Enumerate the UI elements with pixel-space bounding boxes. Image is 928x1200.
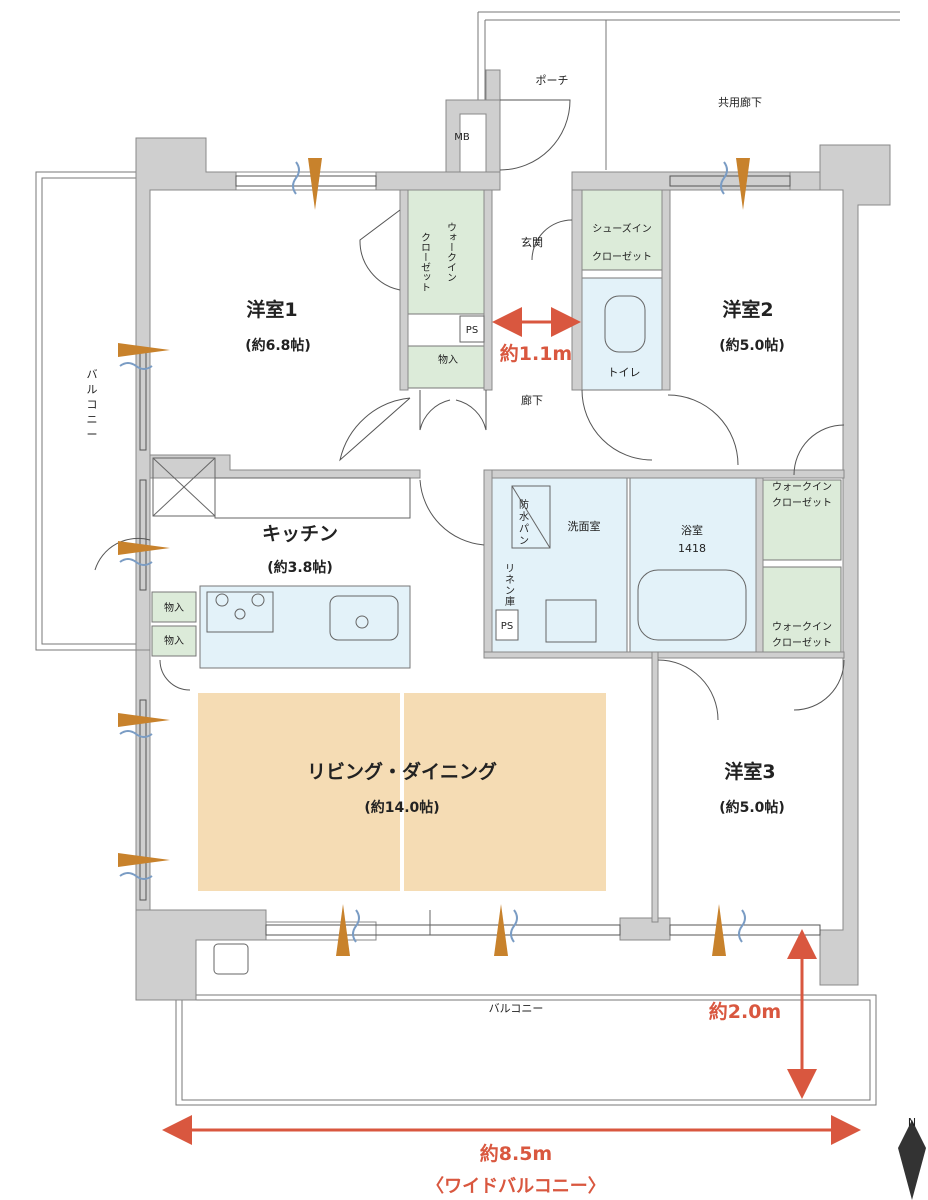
walkin2-line-a: ウォークイン xyxy=(772,481,832,493)
wide-balcony-label: 〈ワイドバルコニー〉 xyxy=(426,1176,606,1197)
walkin1-line-b: クローゼット xyxy=(419,232,431,292)
ps2-label: PS xyxy=(501,621,513,632)
compass-icon: N xyxy=(898,1116,926,1200)
common-corridor-lines xyxy=(477,11,900,170)
storage2-label: 物入 xyxy=(164,601,184,614)
western1-name: 洋室1 xyxy=(246,298,297,321)
door-swings xyxy=(94,99,845,721)
svg-text:庫: 庫 xyxy=(505,595,515,608)
svg-text:水: 水 xyxy=(519,511,529,523)
walkin3-line-b: クローゼット xyxy=(772,637,832,649)
sink xyxy=(329,595,399,641)
kitchen-size: (約3.8帖) xyxy=(267,559,333,576)
room-fills xyxy=(151,189,842,891)
living-size: (約14.0帖) xyxy=(364,799,439,816)
walkin-closet-3 xyxy=(762,566,842,653)
svg-text:ル: ル xyxy=(87,383,98,396)
toilet-room xyxy=(581,277,663,391)
fixtures xyxy=(152,295,747,975)
ps1-label: PS xyxy=(466,325,478,336)
ps-box-1 xyxy=(459,315,485,343)
svg-text:バ: バ xyxy=(87,368,98,381)
kitchen-storage-2 xyxy=(151,625,197,657)
walkin3-line-a: ウォークイン xyxy=(772,621,832,633)
washroom-label: 洗面室 xyxy=(568,519,601,533)
shoes-closet xyxy=(581,189,663,271)
compass-label: N xyxy=(908,1116,916,1129)
walkin-closet-2 xyxy=(762,479,842,561)
bottom-balcony-outline xyxy=(175,994,877,1106)
storage3-label: 物入 xyxy=(164,634,184,647)
svg-text:パ: パ xyxy=(519,523,529,535)
svg-text:ー: ー xyxy=(87,428,98,441)
western3-name: 洋室3 xyxy=(724,760,775,783)
living-floor-left xyxy=(198,693,400,891)
western3-size: (約5.0帖) xyxy=(719,799,785,816)
vent-markers xyxy=(118,158,750,956)
waterproof-pan-label: 防 水 パ ン xyxy=(519,498,529,547)
bathroom-area xyxy=(629,477,757,653)
labels: ポーチ 共用廊下 MB 洋室1 (約6.8帖) ウォークイン クローゼット PS… xyxy=(87,74,833,1197)
hallway-label: 廊下 xyxy=(521,393,543,407)
svg-text:ン: ン xyxy=(505,586,515,597)
living-floor-right xyxy=(404,693,606,891)
kitchen-name: キッチン xyxy=(262,523,338,545)
bathtub xyxy=(637,569,747,641)
kitchen-counter xyxy=(199,585,411,669)
side-balcony-label: バ ル コ ニ ー xyxy=(87,368,98,441)
common-corridor-label: 共用廊下 xyxy=(718,95,762,109)
svg-text:コ: コ xyxy=(87,398,98,411)
linen-label: リ ネ ン 庫 xyxy=(505,564,515,608)
waterproof-pan xyxy=(511,485,551,549)
corridor-width-label: 約1.1m xyxy=(500,342,572,365)
windows xyxy=(139,175,821,936)
walkin1-line-a: ウォークイン xyxy=(445,222,457,282)
wash-basin xyxy=(545,599,597,643)
svg-text:ネ: ネ xyxy=(505,574,515,586)
porch-label: ポーチ xyxy=(536,74,569,87)
walkin2-line-b: クローゼット xyxy=(772,497,832,509)
storage1-label: 物入 xyxy=(438,353,458,366)
balcony-width-label: 約8.5m xyxy=(480,1142,552,1165)
living-name: リビング・ダイニング xyxy=(307,760,497,783)
svg-text:ニ: ニ xyxy=(87,413,98,426)
entrance-label: 玄関 xyxy=(521,235,543,249)
bottom-balcony-label: バルコニー xyxy=(489,1002,544,1015)
balcony-faucet xyxy=(213,943,249,975)
western2-name: 洋室2 xyxy=(722,298,773,321)
kitchen-storage-1 xyxy=(151,591,197,623)
bath-name: 浴室 xyxy=(681,523,703,537)
western2-size: (約5.0帖) xyxy=(719,337,785,354)
balcony-depth-label: 約2.0m xyxy=(709,1000,781,1023)
stove xyxy=(206,591,274,633)
side-balcony-outline xyxy=(35,171,137,651)
shoes-line-a: シューズイン xyxy=(592,222,652,235)
bath-size: 1418 xyxy=(678,542,706,555)
storage-1 xyxy=(407,345,485,389)
svg-text:リ: リ xyxy=(505,564,515,575)
svg-text:ン: ン xyxy=(519,536,529,547)
mb-label: MB xyxy=(454,132,470,143)
toilet-label: トイレ xyxy=(608,366,641,379)
toilet-seat xyxy=(604,295,646,353)
svg-text:防: 防 xyxy=(519,498,529,511)
western1-size: (約6.8帖) xyxy=(245,337,311,354)
shoes-line-b: クローゼット xyxy=(592,251,652,263)
ps-box-2 xyxy=(495,609,519,641)
